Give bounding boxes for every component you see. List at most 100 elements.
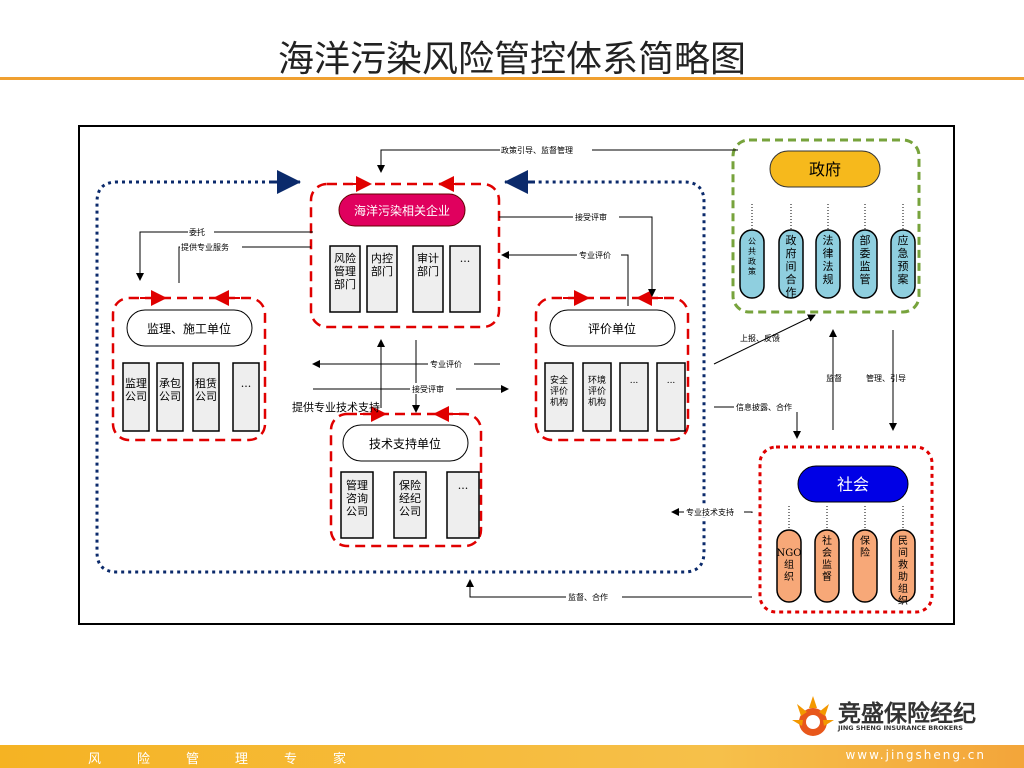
government-items: 公共政策 政府间合作 法律法规 部委监管 应急预案 [739,204,916,299]
logo-mark-icon [792,696,834,736]
society-item-label: 社会监督 [822,534,832,583]
evaluation-label: 评价单位 [588,321,636,336]
enterprise-node [338,193,466,227]
government-item-label: 法律法规 [823,233,834,286]
evaluation-item-label: 安全评价机构 [550,374,568,408]
tech-support-items: 管理咨询公司 保险经纪公司... [340,471,480,539]
footer-bar: 风险管理专家 www.jingsheng.cn [0,745,1024,768]
tech-support-item-label: ... [458,479,469,492]
edge-entrust: 委托 [189,227,205,237]
footer-slogan: 风险管理专家 [88,752,383,767]
edges [136,149,897,598]
tech-support-group: 技术支持单位 管理咨询公司 保险经纪公司... [329,406,483,548]
government-item-4: 应急预案 [890,204,916,299]
supervision-label: 监理、施工单位 [147,321,231,336]
company-logo: 竞盛保险经纪 JING SHENG INSURANCE BROKERS [790,692,990,740]
tech-support-item-label: 管理咨询公司 [346,478,368,518]
government-item-1: 政府间合作 [778,204,804,299]
evaluation-item-0: 安全评价机构 [544,362,574,432]
logo-cn: 竞盛保险经纪 [838,701,976,727]
supervision-item-label: ... [241,377,252,390]
society-node [797,465,909,503]
government-item-0: 公共政策 [739,204,765,299]
evaluation-item-label: 环境评价机构 [588,374,606,408]
enterprise-dept-label: 审计部门 [417,251,439,278]
society-item-2: 保险 [852,506,878,603]
evaluation-item-label: ... [667,376,676,386]
edge-accept-review-mid: 接受评审 [412,384,444,394]
evaluation-items: 安全评价机构 环境评价机构...... [544,362,686,432]
edge-professional-eval-top: 专业评价 [579,250,611,260]
society-item-label: 保险 [860,534,870,559]
society-label: 社会 [837,475,869,494]
government-item-3: 部委监管 [852,204,878,299]
evaluation-item-label: ... [630,376,639,386]
supervision-item-label: 承包公司 [159,377,181,403]
edge-supervise: 监督 [826,373,842,383]
edge-professional-eval-mid: 专业评价 [430,359,462,369]
society-item-3: 民间救助组织 [890,506,916,607]
enterprise-dept-2: 审计部门 [412,245,444,313]
government-node [769,150,881,188]
enterprise-dept-label: ... [460,252,471,265]
supervision-item-2: 租赁公司 [192,362,220,432]
government-item-label: 应急预案 [898,233,909,286]
edge-info-disclosure: 信息披露、合作 [736,402,792,412]
supervision-item-label: 租赁公司 [195,376,217,403]
edge-manage-guide: 管理、引导 [866,373,906,383]
main-loop [95,180,706,574]
footer-url[interactable]: www.jingsheng.cn [845,748,986,762]
supervision-item-3: ... [232,362,260,432]
edge-report-feedback: 上报、反馈 [740,333,780,343]
supervision-node [126,309,253,347]
enterprise-dept-0: 风险管理部门 [329,245,361,313]
evaluation-node [549,309,676,347]
enterprise-label: 海洋污染相关企业 [354,203,450,218]
supervision-group: 监理、施工单位 监理公司承包公司租赁公司... [111,290,267,442]
evaluation-group: 评价单位 安全评价机构 环境评价机构...... [534,290,690,442]
supervision-item-0: 监理公司 [122,362,150,432]
title-underline [0,77,1024,80]
diagram-frame [78,125,955,625]
enterprise-dept-1: 内控部门 [366,245,398,313]
society-item-1: 社会监督 [814,506,840,603]
evaluation-item-3: ... [656,362,686,432]
tech-support-label: 技术支持单位 [369,436,441,451]
government-item-2: 法律法规 [815,204,841,299]
edge-supervise-coop: 监督、合作 [568,592,608,602]
logo-en: JING SHENG INSURANCE BROKERS [838,724,963,732]
supervision-item-1: 承包公司 [156,362,184,432]
tech-support-item-2: ... [446,471,480,539]
edge-policy: 政策引导、监督管理 [501,145,573,155]
edge-professional-service: 提供专业服务 [181,242,229,252]
government-item-label: 政府间合作 [786,233,797,299]
government-item-label: 部委监管 [860,233,871,286]
supervision-items: 监理公司承包公司租赁公司... [122,362,260,432]
tech-support-item-1: 保险经纪公司 [393,471,427,539]
government-item-label: 公共政策 [748,237,756,276]
evaluation-item-2: ... [619,362,649,432]
tech-support-item-label: 保险经纪公司 [399,478,421,518]
tech-support-node [342,424,469,462]
government-label: 政府 [809,160,841,179]
enterprise-dept-3: ... [449,245,481,313]
edge-provide-tech: 提供专业技术支持 [292,400,380,414]
edge-accept-review-top: 接受评审 [575,212,607,222]
tech-support-item-0: 管理咨询公司 [340,471,374,539]
supervision-item-label: 监理公司 [125,377,147,403]
edge-labels: 政策引导、监督管理 接受评审 专业评价 委托 提供专业服务 专业评价 接受评审 … [180,144,906,602]
government-group: 政府 公共政策 政府间合作 法律法规 部委监管 应急预案 [731,138,921,314]
enterprise-dept-label: 内控部门 [371,251,393,278]
society-item-label: 民间救助组织 [898,535,908,607]
page-title: 海洋污染风险管控体系简略图 [277,39,746,80]
enterprise-dept-label: 风险管理部门 [334,251,356,291]
evaluation-item-1: 环境评价机构 [582,362,612,432]
edge-tech-support: 专业技术支持 [686,507,734,517]
